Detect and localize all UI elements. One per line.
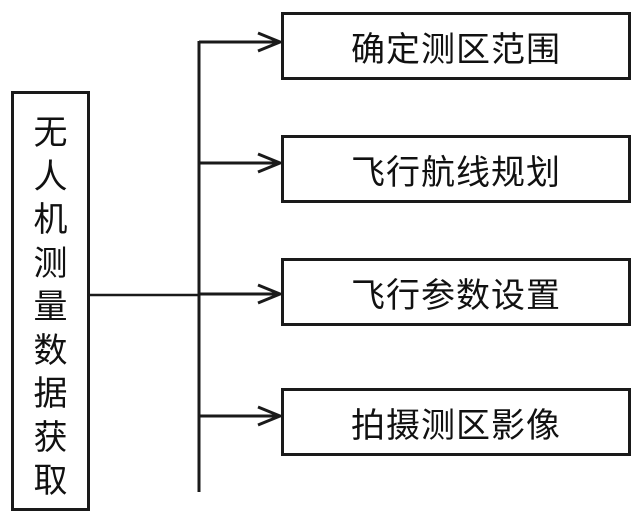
root-node-label: 无 人 机 测 量 数 据 获 取 [33, 113, 68, 501]
step-node-label: 飞行航线规划 [351, 152, 561, 193]
arrowhead-icon [257, 31, 284, 53]
step-node-label: 确定测区范围 [351, 29, 561, 70]
step-node-2: 飞行航线规划 [281, 135, 631, 203]
arrowhead-icon [257, 283, 284, 305]
step-node-3: 飞行参数设置 [281, 258, 631, 326]
step-node-label: 飞行参数设置 [351, 275, 561, 316]
step-node-label: 拍摄测区影像 [351, 405, 561, 446]
arrow-to-step-2 [199, 152, 284, 174]
root-node: 无 人 机 测 量 数 据 获 取 [11, 91, 90, 511]
step-node-4: 拍摄测区影像 [281, 388, 631, 456]
arrow-to-step-1 [199, 31, 284, 53]
arrowhead-icon [257, 152, 284, 174]
connector-lines [89, 31, 284, 492]
arrowhead-icon [257, 405, 284, 427]
step-node-1: 确定测区范围 [281, 12, 631, 80]
arrow-to-step-3 [199, 283, 284, 305]
arrow-to-step-4 [199, 405, 284, 427]
